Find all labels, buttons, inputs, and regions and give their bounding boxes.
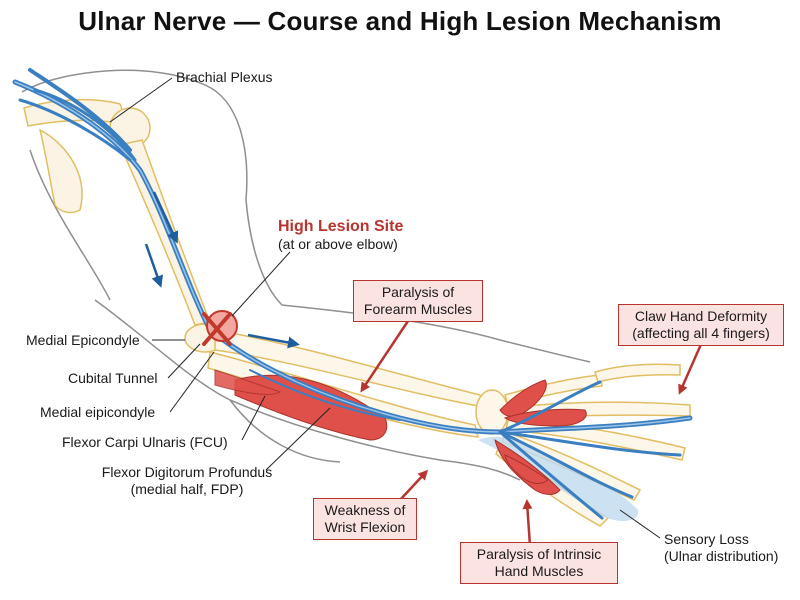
box-forearm-paralysis: Paralysis of Forearm Muscles: [353, 280, 483, 322]
page-title: Ulnar Nerve — Course and High Lesion Mec…: [78, 6, 722, 36]
label-lesion-location: (at or above elbow): [278, 236, 398, 252]
box-intrinsic-line1: Paralysis of Intrinsic: [476, 546, 602, 562]
label-fdp: Flexor Digitorum Profundus (medial half,…: [92, 464, 282, 498]
label-high-lesion-site: High Lesion Site: [278, 218, 404, 235]
label-sensory-line2: (Ulnar distribution): [664, 548, 779, 564]
box-intrinsic-paralysis: Paralysis of Intrinsic Hand Muscles: [460, 542, 618, 584]
arm-outline: [21, 69, 591, 481]
shoulder-bones: [23, 98, 226, 353]
box-forearm-line1: Paralysis of: [381, 284, 455, 300]
label-sensory-line1: Sensory Loss: [664, 531, 749, 547]
box-claw-line1: Claw Hand Deformity: [634, 308, 768, 324]
forearm-muscles: [214, 369, 388, 441]
label-sensory-loss: Sensory Loss (Ulnar distribution): [664, 531, 778, 565]
box-wrist-line2: Wrist Flexion: [324, 519, 406, 535]
box-wrist-line1: Weakness of: [324, 502, 406, 518]
callout-arrows: [360, 317, 704, 547]
lesion-marker: [202, 310, 238, 346]
label-cubital-tunnel: Cubital Tunnel: [68, 370, 158, 386]
label-medial-epicondyle: Medial Epicondyle: [26, 332, 140, 348]
leader-lines: [109, 77, 661, 539]
label-fdp-line2: (medial half, FDP): [130, 481, 244, 497]
label-brachial-plexus: Brachial Plexus: [176, 69, 273, 85]
label-fcu: Flexor Carpi Ulnaris (FCU): [62, 434, 228, 450]
box-intrinsic-line2: Hand Muscles: [494, 563, 584, 579]
box-wrist-flexion: Weakness of Wrist Flexion: [313, 498, 417, 540]
ulnar-nerve: [12, 68, 693, 520]
nerve-direction-arrows: [144, 191, 300, 349]
box-forearm-line2: Forearm Muscles: [363, 301, 473, 317]
label-medial-eipicondyle: Medial eipicondyle: [40, 404, 156, 420]
box-claw-hand: Claw Hand Deformity (affecting all 4 fin…: [618, 304, 784, 346]
label-fdp-line1: Flexor Digitorum Profundus: [101, 464, 273, 480]
box-claw-line2: (affecting all 4 fingers): [632, 325, 770, 341]
